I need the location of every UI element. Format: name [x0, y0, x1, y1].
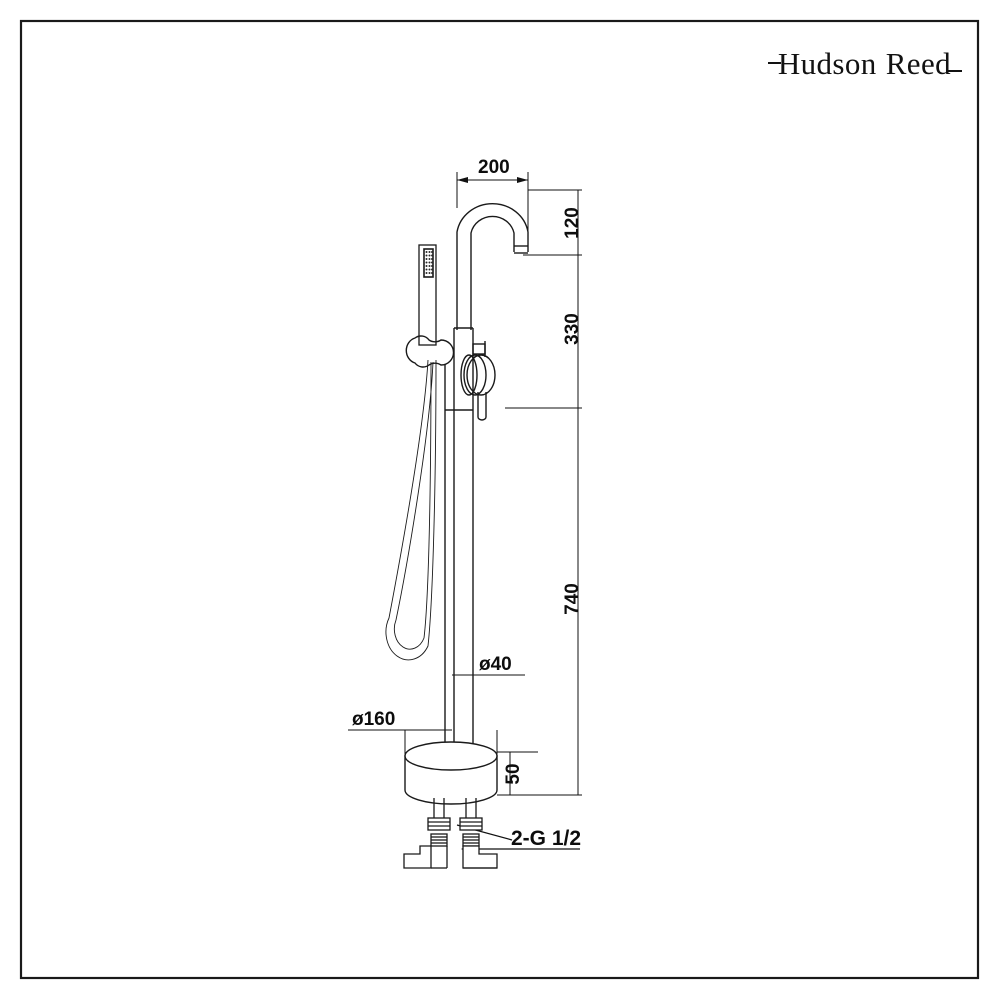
brand-word-1: Hudson — [777, 46, 877, 81]
valve-knob-inner — [460, 354, 478, 396]
inlet-left-elbow — [403, 845, 432, 869]
hose-inner-loop — [393, 361, 434, 650]
dimension-label-200: 200 — [478, 157, 510, 178]
arrow-200-left — [457, 177, 468, 183]
handset-bracket — [405, 335, 455, 368]
brand-word-2: Reed — [885, 46, 951, 81]
spout-outer-curve — [456, 203, 529, 330]
handset-spray-face — [423, 248, 434, 278]
dimension-label-d160: ø160 — [352, 709, 396, 730]
dimension-label-120: 120 — [562, 207, 583, 239]
threaded-inlet-connectors — [403, 798, 498, 869]
sheet-border — [19, 19, 980, 980]
dimension-arrowheads — [457, 177, 528, 183]
gooseneck-spout — [456, 203, 529, 330]
hose-outer-loop — [385, 359, 437, 661]
bracket-body — [405, 335, 455, 368]
logo-bar-left — [767, 62, 781, 64]
dimension-lines — [348, 172, 582, 796]
dimension-label-d40: ø40 — [479, 654, 512, 675]
base-top-ellipse — [404, 741, 498, 771]
shower-hose — [385, 359, 437, 661]
valve-knob-mid — [463, 354, 487, 396]
inlet-right-hexnut — [459, 817, 483, 831]
riser-column — [444, 327, 486, 760]
mixer-valve-handle — [460, 354, 496, 421]
valve-lever-tip — [477, 416, 487, 421]
dimension-label-330: 330 — [562, 313, 583, 345]
shower-handset — [418, 244, 437, 346]
callout-label-thread: 2-G 1/2 — [511, 827, 582, 850]
arrow-200-right — [517, 177, 528, 183]
floor-mounting-base — [404, 741, 498, 805]
valve-knob-outer — [466, 354, 496, 396]
spout-inner-curve — [470, 215, 515, 330]
dimension-label-740: 740 — [562, 583, 583, 615]
logo-bar-right — [948, 69, 962, 72]
diverter-nub — [472, 343, 486, 355]
inlet-left-hexnut — [427, 817, 451, 831]
dimension-label-50: 50 — [503, 763, 524, 785]
brand-logo: Hudson Reed — [767, 46, 962, 82]
handset-spray-dots — [425, 251, 433, 274]
handset-body — [418, 244, 437, 346]
